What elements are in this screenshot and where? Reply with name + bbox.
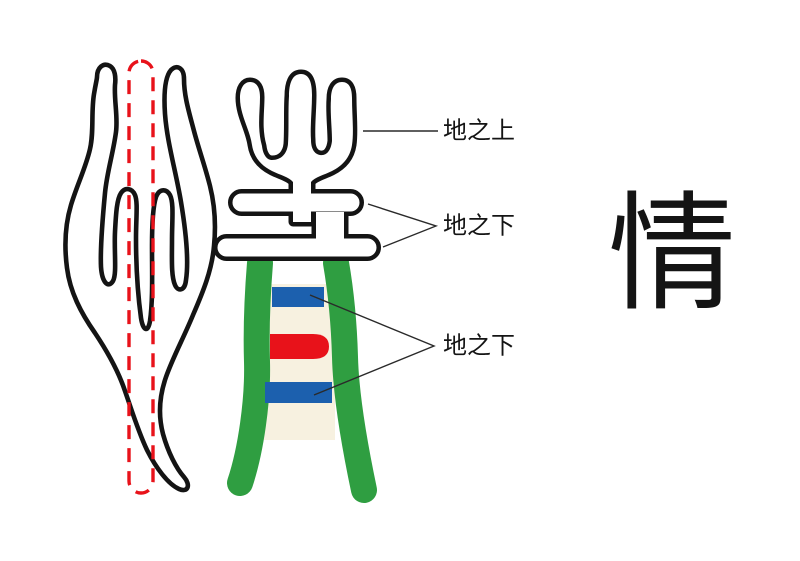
blue-stripe-bottom <box>265 382 332 403</box>
well-leg-right <box>323 250 377 503</box>
well-leg-left <box>227 250 273 496</box>
well-interior-panel <box>263 284 335 440</box>
callout-line-below-ground-2 <box>309 294 436 396</box>
modern-character-qing: 情 <box>608 184 736 326</box>
ancient-heart-figure <box>63 62 218 493</box>
label-above-ground: 地之上 <box>443 118 515 145</box>
heart-stroke-dashed-guide <box>127 59 155 495</box>
label-below-ground-1: 地之下 <box>443 213 515 240</box>
callout-line-below-ground-1 <box>367 203 439 248</box>
red-cinnabar-stripe <box>270 334 329 359</box>
label-below-ground-2: 地之下 <box>443 333 515 360</box>
ancient-sprout-figure <box>218 74 377 257</box>
blue-stripe-top <box>272 287 324 307</box>
